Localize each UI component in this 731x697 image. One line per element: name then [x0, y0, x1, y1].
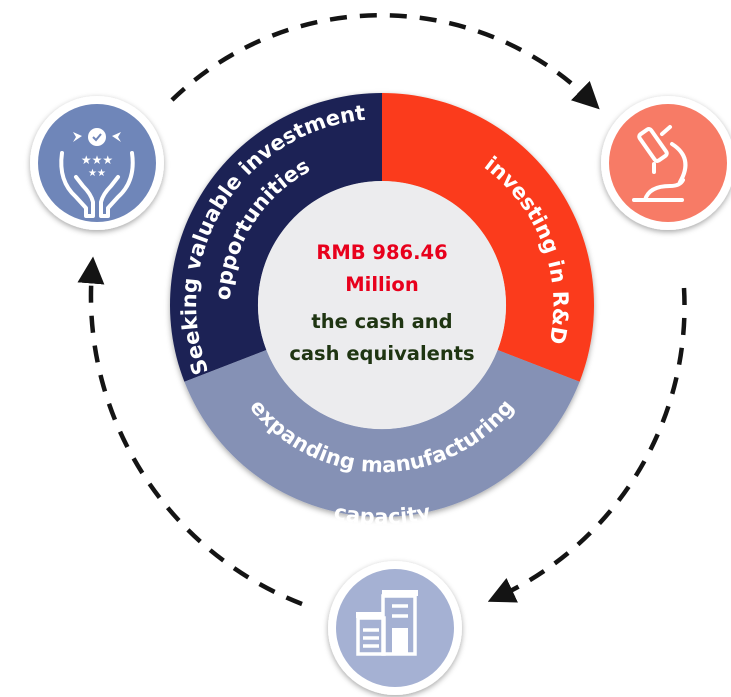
center-unit: Million	[345, 273, 418, 296]
ring	[169, 93, 594, 517]
svg-text:★★★: ★★★	[81, 153, 113, 167]
award-hands-icon: ★★★ ★★	[30, 96, 164, 230]
center-amount: RMB 986.46	[316, 241, 447, 264]
svg-text:★★: ★★	[88, 168, 106, 179]
segment-manufacturing	[184, 350, 580, 517]
center-desc-line1: the cash and	[311, 310, 452, 333]
microscope-icon	[601, 96, 731, 230]
arrow-left	[77, 256, 303, 607]
center-desc-line2: cash equivalents	[289, 342, 474, 365]
arrow-top	[170, 13, 600, 110]
factory-building-icon	[328, 561, 462, 695]
cycle-arrows	[77, 13, 687, 607]
segment-investment	[169, 93, 382, 382]
arrow-right	[487, 287, 687, 603]
segment-rd	[382, 93, 594, 382]
center-disc	[258, 181, 506, 429]
